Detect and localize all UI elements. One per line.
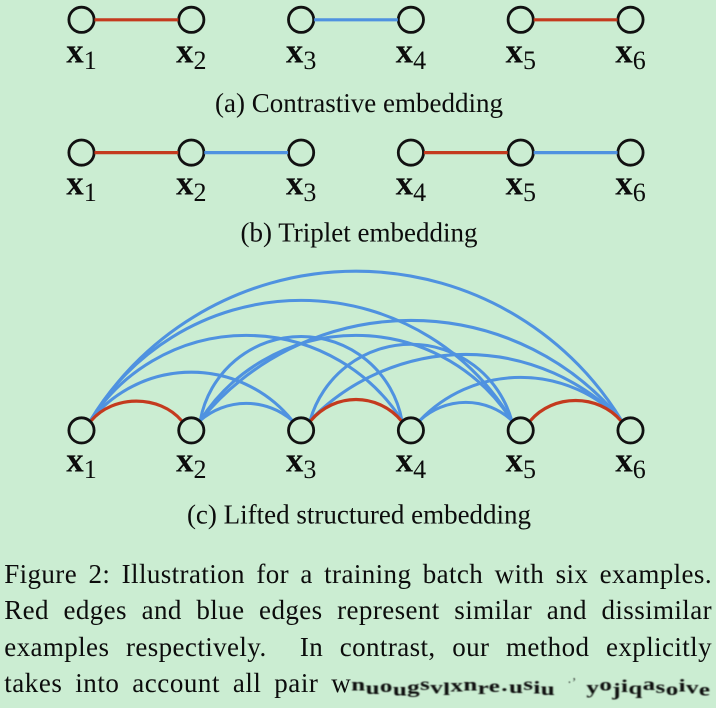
svg-text:x2: x2 xyxy=(176,163,207,207)
svg-text:x1: x1 xyxy=(66,440,97,484)
svg-text:x4: x4 xyxy=(396,163,427,207)
svg-text:x3: x3 xyxy=(286,440,317,484)
svg-text:(a) Contrastive embedding: (a) Contrastive embedding xyxy=(215,88,503,118)
svg-text:x5: x5 xyxy=(505,32,536,76)
svg-text:x5: x5 xyxy=(505,163,536,207)
svg-text:x1: x1 xyxy=(66,32,97,76)
svg-text:x4: x4 xyxy=(396,32,427,76)
svg-text:x6: x6 xyxy=(615,440,646,484)
svg-text:x4: x4 xyxy=(396,440,427,484)
svg-text:x2: x2 xyxy=(176,32,207,76)
svg-text:x1: x1 xyxy=(66,163,97,207)
svg-text:x6: x6 xyxy=(615,32,646,76)
svg-text:x3: x3 xyxy=(286,32,317,76)
svg-text:x3: x3 xyxy=(286,163,317,207)
svg-text:(b) Triplet embedding: (b) Triplet embedding xyxy=(241,218,478,248)
svg-text:x5: x5 xyxy=(505,440,536,484)
svg-text:x2: x2 xyxy=(176,440,207,484)
svg-text:x6: x6 xyxy=(615,163,646,207)
svg-text:(c) Lifted structured embeddin: (c) Lifted structured embedding xyxy=(187,500,531,530)
